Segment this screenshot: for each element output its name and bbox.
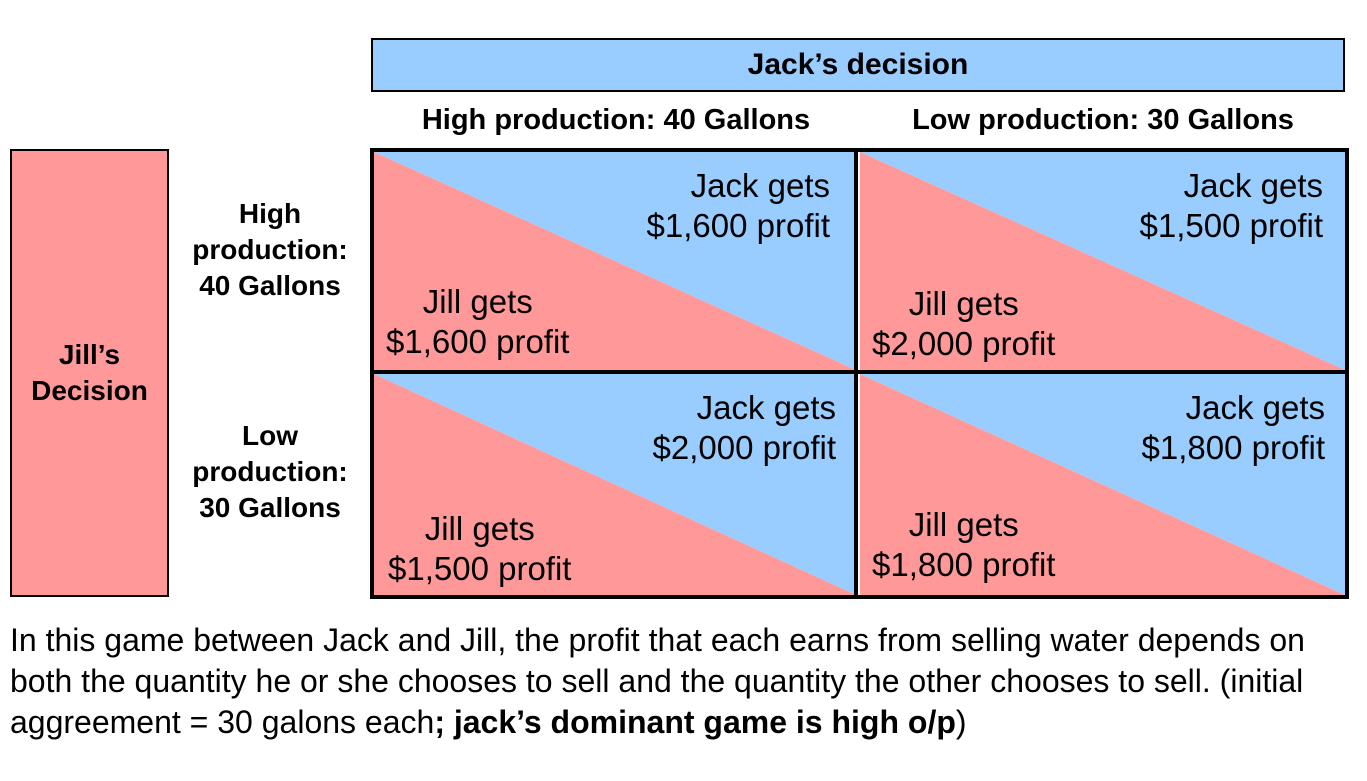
cell-split-background: [860, 374, 1345, 595]
payoff-matrix: Jack gets $1,600 profit Jill gets $1,600…: [370, 148, 1349, 599]
jack-payoff: Jack gets $1,600 profit: [647, 166, 830, 246]
row-label-line3: 40 Gallons: [199, 270, 341, 301]
payoff-cell-high-low: Jack gets $1,500 profit Jill gets $2,000…: [860, 152, 1345, 370]
row-label-low-production: Low production: 30 Gallons: [172, 418, 368, 526]
jill-payoff-line1: Jill gets: [908, 506, 1019, 543]
row-label-line2: production:: [192, 456, 348, 487]
caption-bold-text: ; jack’s dominant game is high o/p: [434, 704, 956, 740]
jill-payoff-region: [374, 152, 856, 370]
jack-decision-header: Jack’s decision: [371, 38, 1345, 92]
row-label-line3: 30 Gallons: [199, 492, 341, 523]
jill-payoff-region: [374, 374, 856, 595]
jill-payoff-line1: Jill gets: [908, 285, 1019, 322]
cell-split-background: [374, 152, 856, 370]
jill-payoff-line2: $2,000 profit: [872, 325, 1056, 362]
caption-text: In this game between Jack and Jill, the …: [10, 622, 1305, 740]
cell-split-background: [374, 374, 856, 595]
jill-header-line2: Decision: [31, 375, 148, 406]
payoff-cell-low-low: Jack gets $1,800 profit Jill gets $1,800…: [860, 374, 1345, 595]
caption-end: ): [955, 704, 967, 740]
payoff-cell-high-high: Jack gets $1,600 profit Jill gets $1,600…: [374, 152, 856, 370]
jill-decision-header: Jill’s Decision: [10, 149, 169, 597]
matrix-horizontal-divider: [370, 370, 1349, 374]
jack-payoff: Jack gets $2,000 profit: [653, 388, 836, 468]
cell-split-background: [860, 152, 1345, 370]
row-label-line1: Low: [242, 420, 298, 451]
jack-payoff-line2: $1,800 profit: [1141, 429, 1325, 466]
jill-payoff-line2: $1,800 profit: [872, 546, 1056, 583]
row-label-line1: High: [238, 198, 302, 229]
column-label-low-production: Low production: 30 Gallons: [912, 103, 1294, 136]
jill-payoff-line2: $1,600 profit: [386, 323, 570, 360]
jill-payoff: Jill gets $1,600 profit: [386, 282, 569, 362]
jill-payoff-line2: $1,500 profit: [388, 550, 572, 587]
jill-header-line1: Jill’s: [58, 339, 121, 370]
jill-payoff: Jill gets $1,500 profit: [388, 509, 571, 589]
jack-payoff-line2: $1,500 profit: [1139, 207, 1323, 244]
column-label-high-production: High production: 40 Gallons: [421, 103, 811, 136]
jack-payoff-line2: $2,000 profit: [652, 429, 836, 466]
jack-payoff-line1: Jack gets: [696, 389, 836, 426]
jill-payoff-region: [860, 152, 1345, 370]
jack-payoff: Jack gets $1,800 profit: [1142, 388, 1325, 468]
jack-payoff-line1: Jack gets: [1185, 389, 1325, 426]
jack-payoff-line1: Jack gets: [690, 167, 830, 204]
caption: In this game between Jack and Jill, the …: [10, 620, 1360, 743]
jill-payoff: Jill gets $1,800 profit: [872, 505, 1055, 585]
row-label-line2: production:: [192, 234, 348, 265]
jack-payoff-line1: Jack gets: [1183, 167, 1323, 204]
jill-payoff-line1: Jill gets: [422, 283, 533, 320]
jill-payoff-region: [860, 374, 1345, 595]
jack-payoff-line2: $1,600 profit: [646, 207, 830, 244]
payoff-cell-low-high: Jack gets $2,000 profit Jill gets $1,500…: [374, 374, 856, 595]
jack-payoff: Jack gets $1,500 profit: [1140, 166, 1323, 246]
jill-payoff-line1: Jill gets: [424, 510, 535, 547]
jill-payoff: Jill gets $2,000 profit: [872, 284, 1055, 364]
row-label-high-production: High production: 40 Gallons: [172, 196, 368, 304]
